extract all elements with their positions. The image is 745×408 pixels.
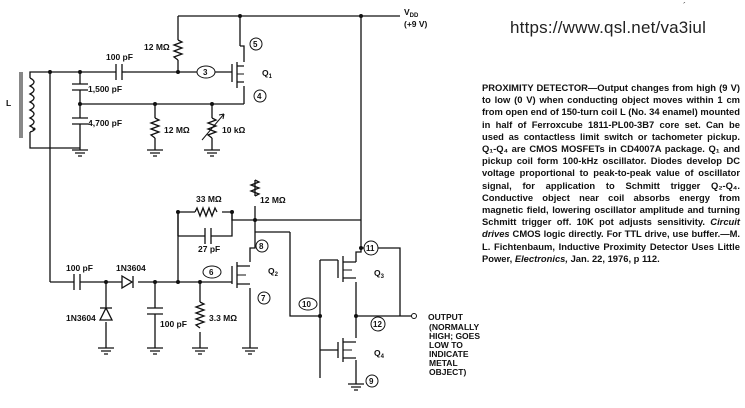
caption-body-3: Jan. 22, 1976, p 112. [567, 252, 660, 264]
corner-mark: ´ [683, 1, 686, 11]
ground-symbols-top [72, 149, 220, 157]
capacitor-1500pf-label: 1,500 pF [88, 84, 122, 94]
pin-12: 12 [370, 316, 386, 332]
vdd-label: VDD [404, 7, 419, 19]
pin-9: 9 [365, 374, 379, 388]
potentiometer-label: 10 kΩ [222, 125, 246, 135]
capacitor-100pf-input [73, 274, 84, 290]
pin-11: 11 [363, 240, 379, 256]
caption-body-1: —Output changes from high (9 V) to low (… [482, 82, 740, 228]
pin-3: 3 [196, 65, 216, 79]
svg-text:12: 12 [373, 320, 382, 329]
svg-text:4: 4 [257, 92, 262, 101]
watermark-url: https://www.qsl.net/va3iul [510, 18, 707, 37]
mosfet-q4 [337, 338, 356, 362]
resistor-12m-drain [249, 179, 261, 197]
capacitor-4700pf [72, 117, 88, 125]
diode-shunt [98, 306, 114, 321]
resistor-12m-lower-label: 12 MΩ [164, 125, 190, 135]
coil-label: L [6, 98, 11, 108]
capacitor-100pf-input-label: 100 pF [66, 263, 93, 273]
pin-5: 5 [249, 37, 263, 51]
mosfet-q1 [231, 62, 244, 88]
pin-8: 8 [255, 239, 269, 253]
diode-shunt-label: 1N3604 [66, 313, 96, 323]
capacitor-100pf-top-label: 100 pF [106, 52, 133, 62]
svg-text:3: 3 [203, 68, 208, 77]
mosfet-q3 [337, 256, 356, 282]
capacitor-100pf-top [115, 64, 126, 80]
caption-body-2: CMOS logic directly. For TTL drive, use … [482, 228, 740, 264]
output-note-line: METAL [429, 358, 458, 368]
q3-label: Q3 [374, 268, 385, 280]
resistor-12m-top-label: 12 MΩ [144, 42, 170, 52]
caption-text: PROXIMITY DETECTOR—Output changes from h… [482, 82, 740, 265]
svg-text:9: 9 [369, 377, 374, 386]
resistor-12m-lower [149, 117, 161, 139]
output-note-line: LOW TO [429, 340, 463, 350]
svg-text:5: 5 [253, 40, 258, 49]
svg-text:11: 11 [366, 244, 375, 253]
output-note: (NORMALLY HIGH; GOES LOW TO INDICATE MET… [429, 322, 480, 377]
mosfet-q2 [231, 262, 250, 288]
caption-italic-2: Electronics, [514, 252, 568, 264]
output-note-line: (NORMALLY [429, 322, 480, 332]
capacitor-27pf [195, 228, 222, 244]
resistor-33m-label: 33 MΩ [196, 194, 222, 204]
potentiometer-10k [201, 113, 225, 141]
capacitor-100pf-filter [147, 307, 163, 322]
resistor-12m-drain-label: 12 MΩ [260, 195, 286, 205]
svg-text:6: 6 [209, 268, 214, 277]
pin-6: 6 [202, 265, 222, 279]
output-title: OUTPUT [428, 312, 464, 322]
caption-italic-1: Circuit drives [482, 216, 740, 240]
vdd-value: (+9 V) [404, 19, 428, 29]
resistor-3m3-label: 3.3 MΩ [209, 313, 237, 323]
junctions [48, 14, 363, 318]
capacitor-27pf-label: 27 pF [198, 244, 220, 254]
output-terminal [411, 313, 417, 319]
q1-label: Q1 [262, 68, 273, 80]
output-note-line: OBJECT) [429, 367, 466, 377]
output-note-line: HIGH; GOES [429, 331, 480, 341]
pin-4: 4 [253, 89, 267, 103]
ground-symbols-bottom [98, 347, 364, 391]
wires [29, 15, 412, 384]
pin-7: 7 [257, 291, 271, 305]
diode-series [121, 274, 134, 290]
q4-label: Q4 [374, 348, 385, 360]
svg-text:10: 10 [302, 300, 311, 309]
diode-series-label: 1N3604 [116, 263, 146, 273]
pin-10: 10 [298, 297, 318, 311]
resistor-12m-top [172, 39, 184, 61]
output-note-line: INDICATE [429, 349, 469, 359]
capacitor-4700pf-label: 4,700 pF [88, 118, 122, 128]
caption-lead: PROXIMITY DETECTOR [482, 82, 588, 93]
resistor-3m3 [194, 301, 206, 329]
capacitor-1500pf [72, 83, 88, 91]
q2-label: Q2 [268, 266, 279, 278]
capacitor-100pf-filter-label: 100 pF [160, 319, 187, 329]
resistor-33m [194, 206, 218, 218]
coil-l [19, 72, 36, 138]
svg-text:8: 8 [259, 242, 264, 251]
svg-text:7: 7 [261, 294, 266, 303]
